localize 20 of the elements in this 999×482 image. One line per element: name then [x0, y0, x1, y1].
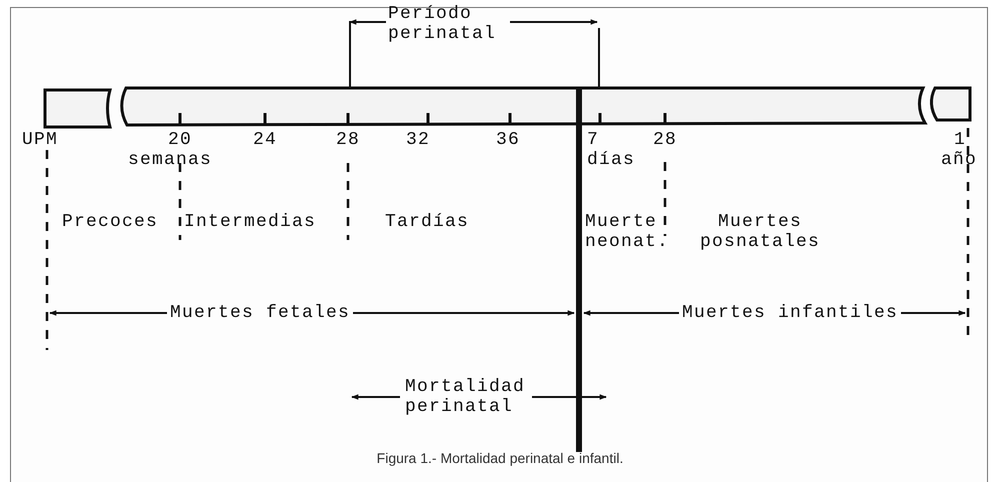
period-label: Intermedias — [184, 212, 316, 232]
span-label: Mortalidad perinatal — [405, 377, 526, 417]
tick-label: 20 — [168, 130, 192, 150]
tick-label: 36 — [496, 130, 520, 150]
period-label: Muerte neonat. — [585, 212, 670, 252]
unit-label: semanas — [128, 150, 212, 170]
tick-label: 28 — [652, 130, 677, 150]
unit-label: año — [941, 150, 978, 170]
tick-label: 1 — [954, 130, 966, 150]
period-label: Período perinatal — [388, 4, 496, 44]
unit-label: días — [587, 150, 636, 170]
figure-caption: Figura 1.- Mortalidad perinatal e infantil. — [376, 450, 624, 466]
period-label: Precoces — [62, 212, 158, 232]
tick-label: 32 — [406, 130, 430, 150]
tick-label: 7 — [587, 130, 600, 150]
period-label: Tardías — [385, 212, 470, 232]
period-label: Muertes posnatales — [700, 212, 820, 252]
tick-label: UPM — [22, 130, 58, 150]
tick-label: 24 — [252, 130, 277, 150]
tick-label: 28 — [336, 130, 360, 150]
